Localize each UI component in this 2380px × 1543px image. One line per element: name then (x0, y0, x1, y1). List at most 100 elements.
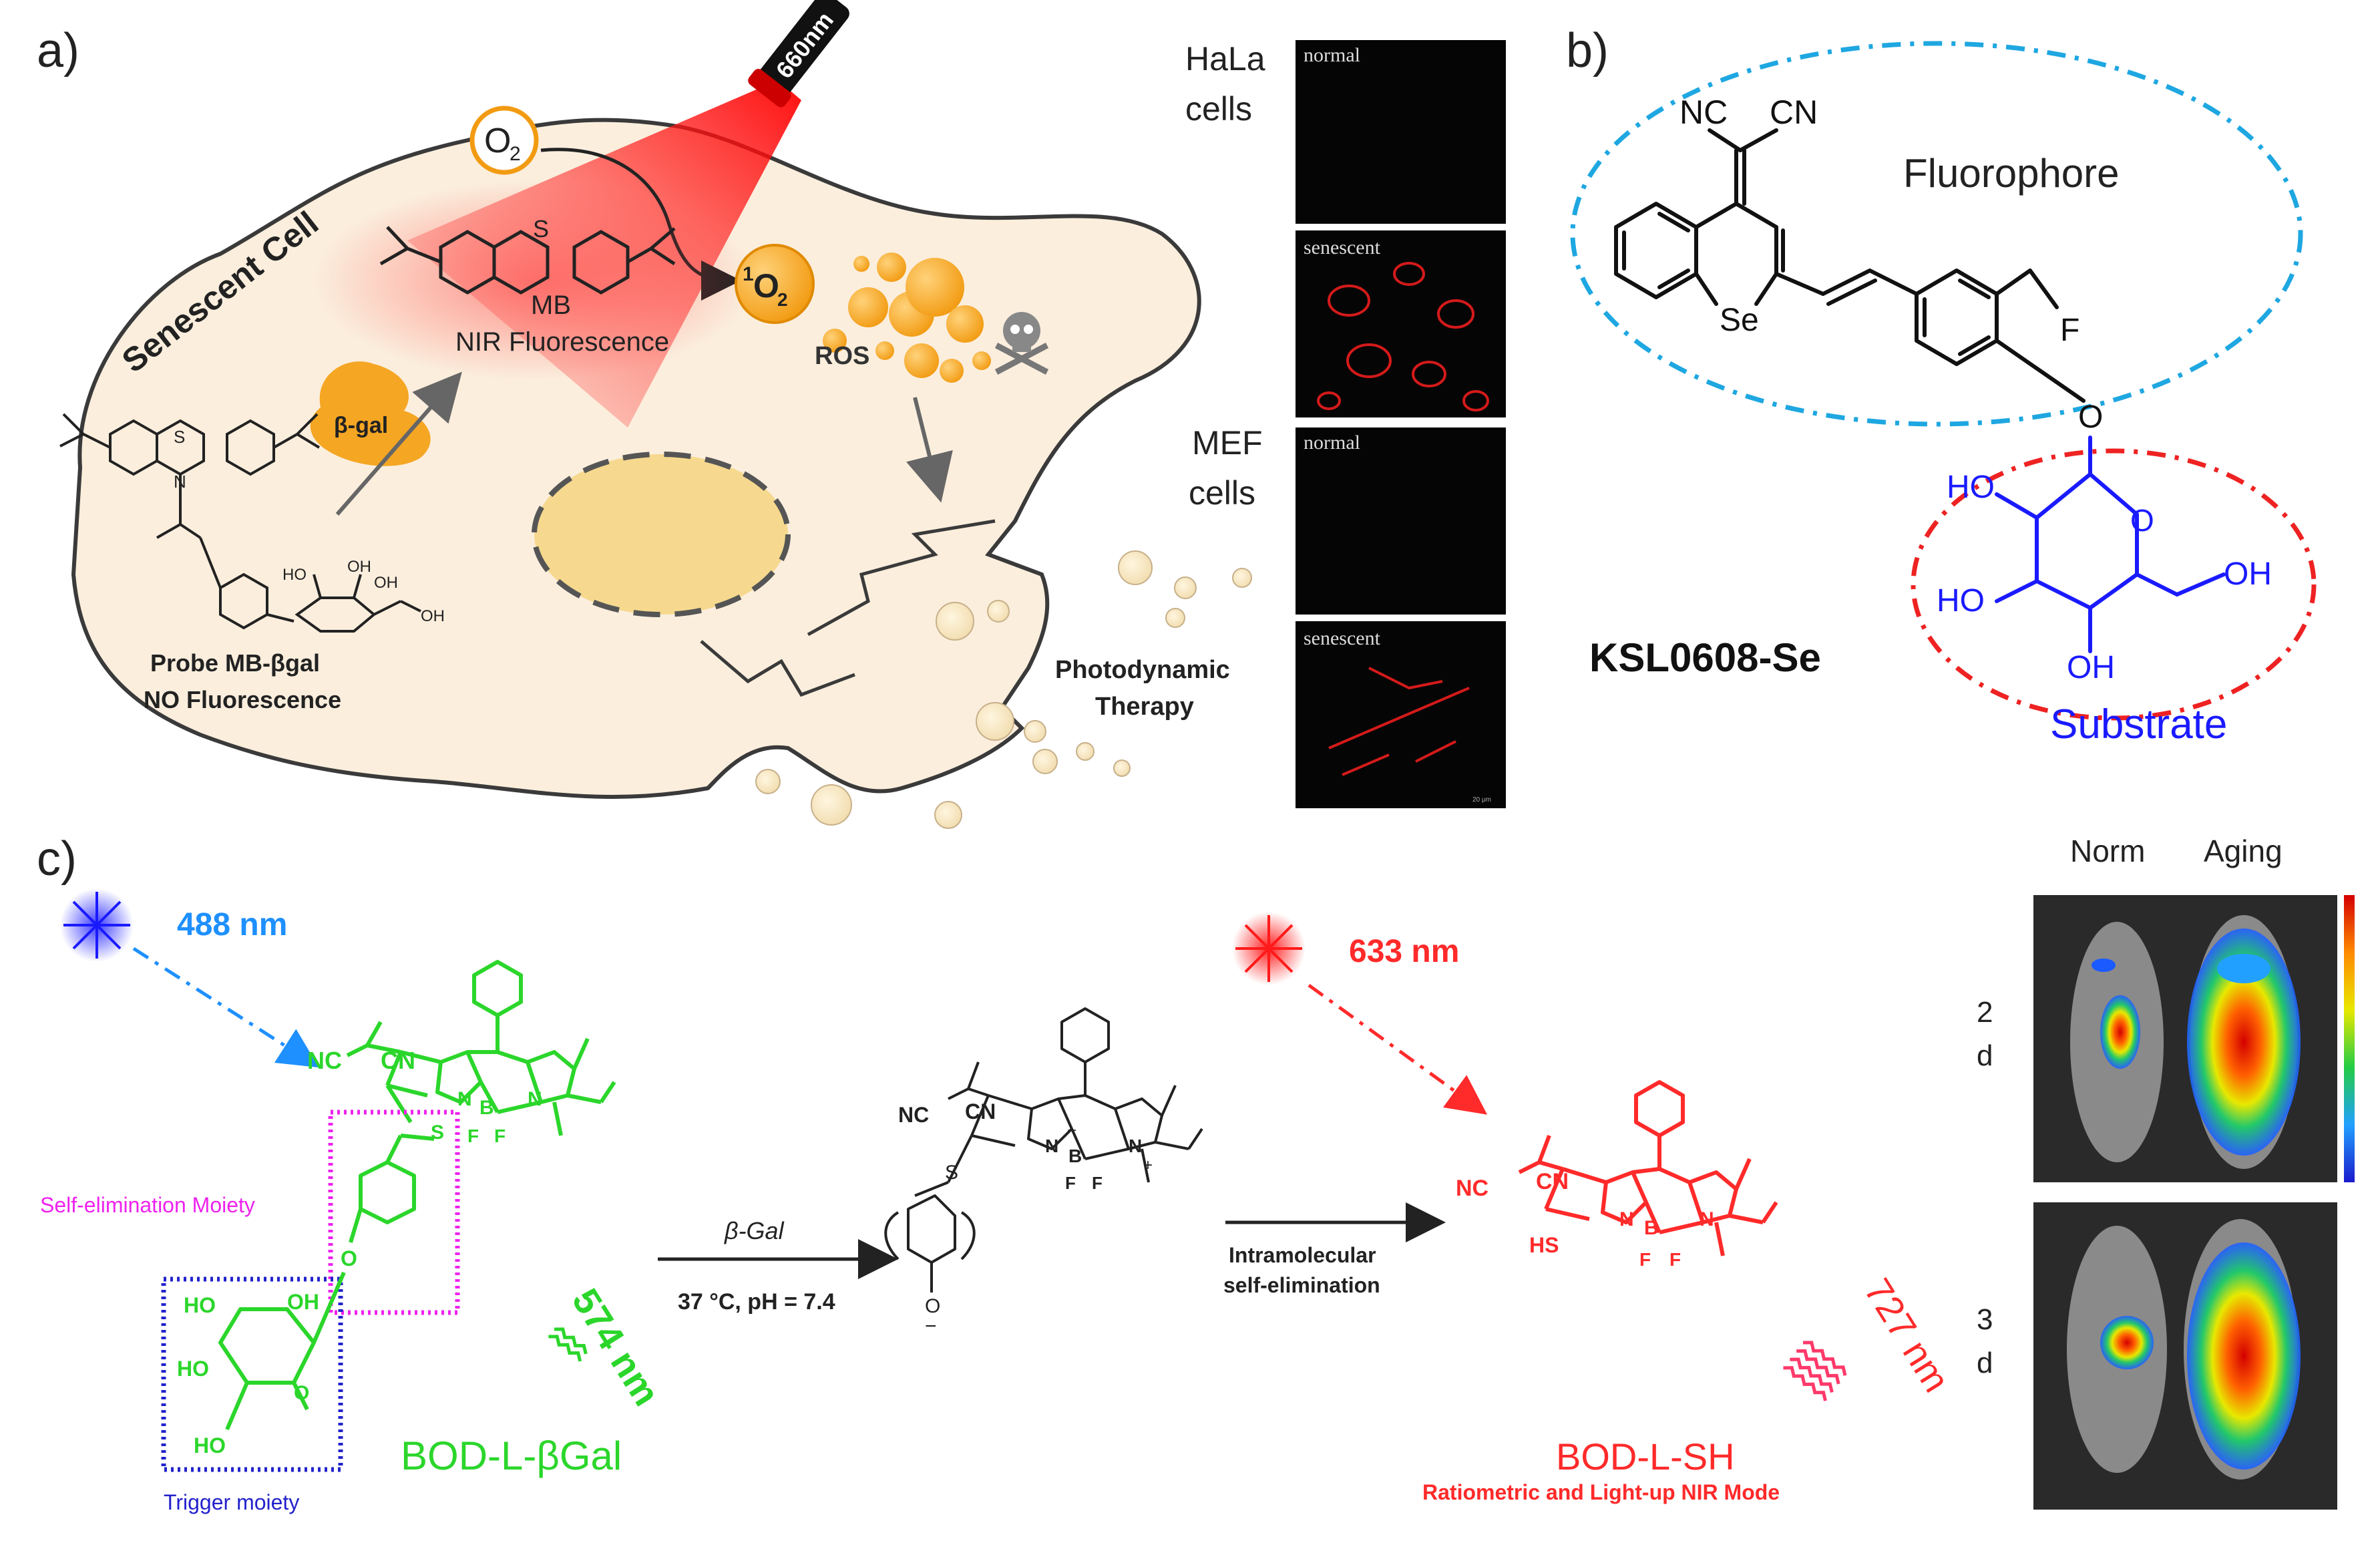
pdt-label-line1: Photodynamic (1055, 656, 1230, 684)
oh-right: OH (2224, 556, 2272, 592)
oh-bottom: OH (2067, 650, 2115, 685)
int-o: O (925, 1295, 940, 1317)
probe-oh-1: OH (347, 558, 371, 576)
ros-bubbles (823, 252, 991, 383)
trigger-oh: OH (287, 1290, 319, 1314)
probe-oh-2: OH (374, 574, 398, 592)
imaging-day2 (2033, 895, 2337, 1182)
probe-fluorescence-label: NO Fluorescence (144, 686, 341, 713)
skull-crossbones-icon (994, 312, 1049, 375)
int-b: B (1068, 1146, 1082, 1166)
int-n-left: N (1045, 1136, 1058, 1156)
oxygen-molecule-icon (469, 106, 539, 175)
micrograph-mef-senescent: senescent 20 μm (1296, 621, 1506, 808)
column-norm: Norm (2070, 834, 2145, 868)
released-vesicles (755, 550, 1252, 829)
panel-a-label: a) (37, 24, 79, 77)
panel-b: b) (1566, 24, 2317, 747)
hela-label-line2: cells (1185, 90, 1252, 128)
bgal-boron: B (479, 1097, 494, 1119)
int-f2: F (1092, 1173, 1103, 1193)
micrograph-hela-senescent: senescent (1296, 230, 1506, 417)
sh-f1: F (1639, 1249, 1651, 1270)
oxygen-label: O (484, 122, 511, 160)
oxygen-subscript: 2 (510, 143, 521, 165)
red-light-burst-icon (1232, 912, 1306, 985)
bgal-n-right: N (528, 1088, 542, 1110)
row-day3-number: 3 (1977, 1303, 1993, 1336)
fluorophore-region (1570, 41, 2303, 427)
tag-hela-senescent: senescent (1304, 236, 1381, 259)
tag-hela-normal: normal (1304, 44, 1360, 66)
int-nc: NC (898, 1103, 929, 1127)
singlet-subscript: 2 (777, 289, 788, 310)
red-excitation-arrow (1308, 983, 1488, 1115)
int-o-minus: − (925, 1315, 937, 1337)
micrograph-hela-normal: normal (1296, 40, 1506, 224)
sh-b: B (1644, 1217, 1659, 1239)
panel-a: a) Senescent Cell 660nm O 2 (37, 0, 1506, 829)
probe-name: BOD-L-βGal (401, 1433, 622, 1478)
excite-488-label: 488 nm (177, 907, 287, 942)
sh-f2: F (1669, 1249, 1681, 1270)
product-subtitle: Ratiometric and Light-up NIR Mode (1422, 1480, 1780, 1504)
probe-sulfur: S (174, 427, 185, 447)
emit-727-label: 727 nm (1856, 1271, 1958, 1399)
intermediate-structure (907, 1007, 1203, 1293)
int-f1: F (1065, 1173, 1076, 1193)
singlet-oxygen-label: O (753, 267, 779, 305)
intensity-colorbar (2344, 895, 2355, 1182)
mef-label-line2: cells (1189, 474, 1255, 512)
row-day3-unit: d (1977, 1347, 1993, 1379)
probe-mb-bgal-structure (59, 413, 421, 633)
trigger-galactose (218, 1271, 346, 1431)
singlet-superscript: 1 (743, 263, 754, 285)
red-emission-icon (1783, 1341, 1847, 1401)
panel-c: c) 488 nm 633 nm (37, 832, 2355, 1514)
blue-light-burst-icon (60, 888, 134, 962)
imaging-day3 (2033, 1202, 2337, 1510)
trigger-ho-1: HO (184, 1293, 216, 1317)
self-elim-benzyl (349, 1134, 435, 1243)
scalebar-text: 20 μm (1472, 796, 1491, 804)
ros-label: ROS (815, 342, 869, 370)
step2-line2: self-elimination (1223, 1273, 1380, 1297)
probe-nitrogen: N (174, 472, 186, 492)
f-atom: F (2060, 313, 2079, 348)
tag-mef-senescent: senescent (1304, 627, 1381, 649)
mb-fluorescence-label: NIR Fluorescence (455, 327, 669, 357)
compound-name: KSL0608-Se (1589, 635, 1821, 680)
trigger-ho-2: HO (177, 1357, 209, 1381)
step1-enzyme: β-Gal (724, 1217, 785, 1244)
tag-mef-normal: normal (1304, 432, 1360, 454)
nucleus (532, 452, 791, 617)
pdt-label-line2: Therapy (1095, 693, 1194, 721)
micrograph-mef-normal: normal (1296, 427, 1506, 615)
galactose-substrate-structure (1995, 436, 2226, 653)
probe-activation-arrow (335, 371, 462, 516)
mb-glow (314, 180, 755, 381)
int-s: S (945, 1162, 958, 1184)
int-minus: − (1067, 1122, 1076, 1140)
electron-push-arrow-left (884, 1211, 900, 1260)
bod-l-bgal-structure (346, 960, 616, 1136)
bgal-f2: F (494, 1126, 506, 1146)
fluorophore-label: Fluorophore (1903, 151, 2120, 196)
bgal-cn: CN (381, 1047, 415, 1074)
product-name: BOD-L-SH (1556, 1435, 1735, 1478)
step2-line1: Intramolecular (1229, 1243, 1376, 1267)
mb-sulfur-atom: S (533, 215, 549, 242)
hela-label-line1: HaLa (1185, 40, 1265, 77)
substrate-region (1911, 448, 2317, 721)
column-aging: Aging (2204, 834, 2283, 868)
sh-n-right: N (1700, 1208, 1714, 1230)
int-cn: CN (965, 1099, 996, 1124)
substrate-label: Substrate (2050, 701, 2227, 747)
trigger-label: Trigger moiety (164, 1490, 299, 1514)
bgal-f1: F (467, 1126, 479, 1146)
sh-n-left: N (1619, 1208, 1634, 1230)
cn-right: CN (1770, 94, 1818, 131)
bod-l-sh-structure (1518, 1080, 1778, 1256)
ring-oxygen: O (2130, 503, 2154, 538)
probe-oh-3: OH (421, 607, 445, 625)
